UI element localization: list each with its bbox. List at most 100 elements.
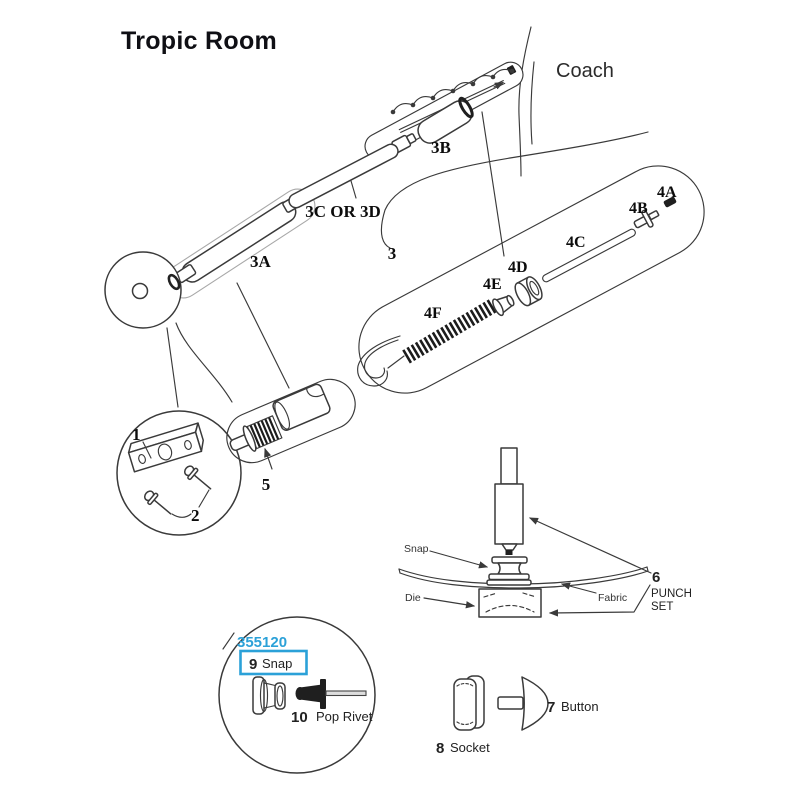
label-part-10: 10	[291, 709, 308, 726]
rivet-flange	[147, 492, 159, 506]
punch-neck	[501, 543, 518, 551]
callout-circle-snap	[218, 616, 376, 774]
strap-curl	[357, 335, 405, 387]
leader-snap	[429, 550, 489, 569]
arm-collar	[391, 133, 417, 154]
roller-hole	[131, 282, 149, 300]
label-part-4a: 4A	[657, 184, 677, 201]
rivet-pin	[193, 473, 212, 490]
die-dashed-top	[483, 592, 537, 598]
part-4e-flange	[492, 298, 505, 317]
page-title: Tropic Room	[121, 27, 277, 55]
spring-4f	[402, 298, 498, 364]
socket-dashed-top	[456, 682, 474, 687]
label-part-4b: 4B	[629, 200, 648, 217]
label-part-7: 7	[547, 699, 555, 716]
part-4e	[492, 294, 515, 317]
snap-top-flange	[491, 556, 528, 564]
rivet-pin	[153, 498, 172, 515]
capsule-5-outline	[226, 378, 356, 464]
callout-capsule-4	[357, 165, 705, 394]
roller	[104, 251, 182, 329]
leader-arm-to-capsule4	[481, 111, 505, 257]
leader-roller-to-capsule5	[175, 322, 233, 403]
socket-part-8-drawing	[453, 675, 485, 731]
roller-hub	[167, 273, 181, 291]
snap-spool-body	[497, 562, 522, 575]
punch-body	[494, 483, 524, 545]
leader-355120	[222, 632, 235, 650]
highlight-box-part-9[interactable]	[239, 649, 308, 676]
label-part-7-name: Button	[561, 699, 599, 714]
leader-roller-to-circle1	[166, 327, 179, 408]
label-part-1: 1	[132, 425, 141, 444]
callout-capsule-5	[226, 378, 356, 470]
rivet-part-2a	[143, 490, 172, 515]
plate-hole	[184, 440, 192, 450]
tube-open-end	[274, 401, 291, 430]
punch-tip	[505, 550, 513, 555]
label-part-9-name: Snap	[262, 656, 292, 671]
label-part-5: 5	[262, 475, 271, 494]
knob-sleeve-tube	[272, 383, 331, 431]
knob-ribbed-body	[245, 416, 281, 450]
fabric-line-bottom	[399, 570, 649, 589]
part-number-link[interactable]: 355120	[237, 634, 287, 651]
knob-flange	[242, 425, 257, 452]
circle-snap-outline	[218, 616, 376, 774]
leader-arm-to-capsule5	[236, 282, 290, 389]
label-part-4e: 4E	[483, 276, 502, 293]
snap-lower-flange	[488, 573, 530, 581]
label-part-6-name-1: PUNCH	[651, 588, 692, 600]
tube-notch	[305, 387, 324, 398]
rivet-part-2b	[183, 465, 212, 490]
label-part-3a: 3A	[250, 252, 272, 271]
label-part-8: 8	[436, 740, 444, 757]
coach-wall-line	[518, 26, 532, 177]
leader-6-die	[548, 584, 651, 617]
leader-part-3	[380, 131, 649, 249]
snap9-flange-depth	[259, 678, 269, 713]
leader-die	[423, 597, 476, 609]
socket-front	[453, 678, 477, 731]
die-outline	[478, 588, 542, 618]
leader-part-2a	[171, 513, 192, 518]
label-part-8-name: Socket	[450, 740, 490, 755]
snap-washer	[486, 579, 532, 586]
label-punch-die: Die	[405, 592, 421, 604]
punch-shank	[500, 447, 518, 485]
label-part-9: 9	[249, 656, 257, 673]
part-4b-tip	[648, 210, 660, 221]
leader-part-1	[142, 441, 152, 459]
plate-hole-center	[157, 443, 173, 461]
button-dome	[521, 676, 549, 731]
rod-4c	[542, 228, 636, 283]
leader-part-2b	[198, 489, 210, 508]
label-part-10-name: Pop Rivet	[316, 709, 373, 724]
plate-hole	[138, 454, 146, 464]
label-part-3cd: 3C OR 3D	[305, 202, 381, 221]
rivet10-flange	[320, 679, 326, 709]
punch-set-diagram	[398, 447, 652, 618]
part-4a	[663, 196, 677, 208]
label-part-3b: 3B	[431, 138, 451, 157]
label-part-4c: 4C	[566, 234, 586, 251]
part-4e-tip	[506, 294, 515, 307]
coach-wall-line-2	[530, 61, 535, 145]
fabric-end	[398, 568, 401, 574]
button-part-7-drawing	[497, 676, 549, 731]
plate-part-1	[127, 422, 205, 473]
leader-6-punch	[528, 517, 652, 574]
awning-arm-upper	[364, 61, 524, 160]
label-part-4d: 4D	[508, 259, 528, 276]
sleeve-end-band	[458, 96, 474, 119]
leader-fabric	[560, 582, 597, 594]
arm-tube-3cd	[288, 143, 399, 209]
rivet10-body	[300, 684, 322, 703]
awning-arm-lower	[164, 143, 399, 299]
scallop-dots	[390, 68, 515, 115]
part-4d-left-face	[514, 282, 532, 307]
snap9-inner	[276, 685, 284, 707]
snap-part-stack	[486, 556, 532, 586]
part-4d-inner	[529, 280, 540, 296]
